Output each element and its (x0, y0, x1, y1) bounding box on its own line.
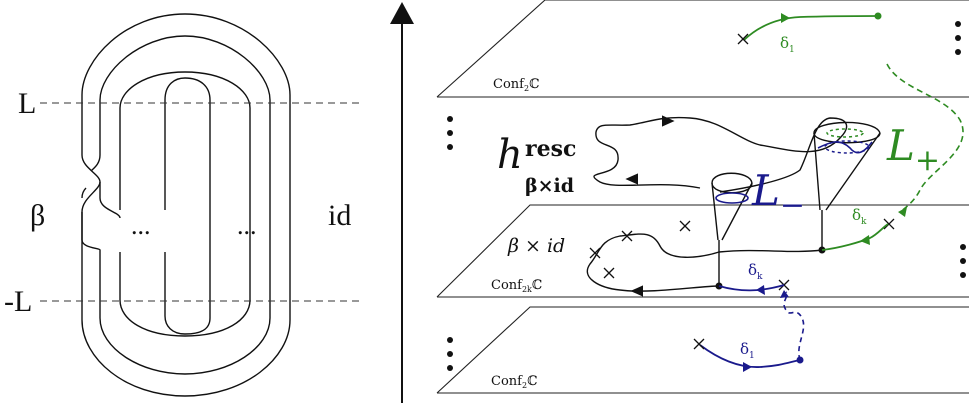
h-label-sub: β×id (525, 175, 574, 197)
crossing-3 (99, 182, 121, 219)
identity-label: id (328, 199, 351, 232)
x-marks-middle (589, 218, 895, 291)
plane-top-label: Conf2ℂ (493, 77, 539, 93)
cone-right (813, 121, 881, 250)
L-plus-label: L+ (886, 121, 940, 178)
cone-left (711, 172, 753, 286)
plane-bottom-label: Conf2ℂ (491, 374, 537, 390)
level-label-top: L (18, 87, 36, 120)
h-label: h (497, 132, 523, 178)
delta1-blue-path (699, 344, 801, 368)
delta1-top-dot (874, 12, 882, 20)
blue-dashed-connector (783, 291, 805, 361)
plane-bottom (436, 306, 969, 394)
level-label-bottom: -L (4, 285, 32, 318)
plane-middle (436, 204, 969, 298)
deltak-green-label: δk (852, 206, 867, 227)
vdots-left-lower (447, 337, 453, 371)
deltak-blue-path (718, 284, 785, 292)
plane-middle-label: Conf2kℂ (491, 278, 542, 294)
delta1-top-path (743, 15, 879, 41)
deltak-blue-label: δk (748, 261, 763, 282)
delta1-top-label: δ1 (780, 34, 795, 55)
deltak-blue-arrow (756, 285, 765, 295)
ellipsis-left: ... (131, 211, 151, 240)
delta1-top-x (737, 33, 749, 45)
delta1-blue-arrow (743, 362, 752, 372)
closure-diagram (40, 13, 360, 397)
delta1-top-arrow (781, 13, 790, 23)
inner-loop-b (164, 77, 211, 335)
outer-strand (81, 13, 291, 397)
beta-id-curve (586, 233, 720, 292)
beta-id-label: β × id (507, 235, 565, 257)
h-label-sup: resc (525, 136, 576, 162)
time-axis-arrowhead (390, 2, 414, 24)
green-dashed-connector (886, 63, 964, 213)
deltak-green-arrow (860, 235, 870, 245)
h-loop (593, 116, 848, 193)
delta1-blue-x (693, 338, 705, 350)
green-dashed-arrow (898, 207, 907, 217)
delta1-blue-dot (796, 356, 804, 364)
beta-id-curve-b (718, 249, 823, 253)
vdots-right-lower (960, 244, 966, 278)
inner-loop-a (119, 71, 251, 337)
vdots-left-upper (447, 116, 453, 150)
crossing-4 (81, 212, 101, 251)
ellipsis-right: ... (237, 211, 257, 240)
crossing-2 (81, 154, 101, 199)
braid-label: β (30, 199, 45, 232)
second-strand (99, 35, 271, 375)
deltak-green-path (821, 223, 889, 251)
L-minus-label: L− (751, 166, 805, 223)
plane-top (436, 0, 969, 98)
vdots-right-upper (955, 21, 961, 55)
blue-dashed-arrow (780, 290, 789, 298)
delta1-blue-label: δ1 (740, 340, 755, 361)
